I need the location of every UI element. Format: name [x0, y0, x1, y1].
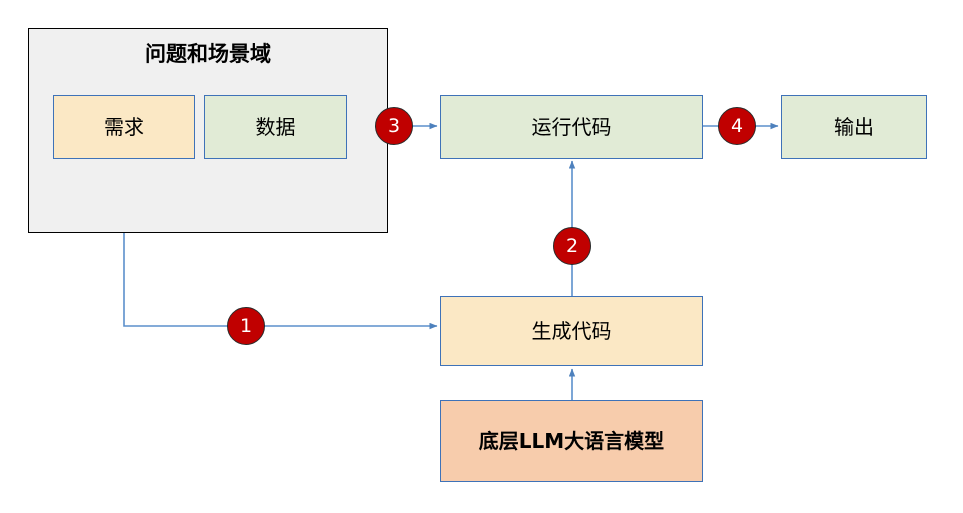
node-data[interactable]: 数据: [204, 95, 347, 159]
badge-step-1[interactable]: 1: [227, 307, 265, 345]
node-llm[interactable]: 底层LLM大语言模型: [440, 400, 703, 482]
group-title-problem-scenario: 问题和场景域: [145, 42, 271, 66]
node-run-code[interactable]: 运行代码: [440, 95, 703, 159]
node-generate-code[interactable]: 生成代码: [440, 296, 703, 366]
badge-step-3[interactable]: 3: [375, 107, 413, 145]
node-requirement[interactable]: 需求: [53, 95, 195, 159]
badge-step-2[interactable]: 2: [553, 227, 591, 265]
badge-step-4[interactable]: 4: [718, 107, 756, 145]
node-output[interactable]: 输出: [781, 95, 927, 159]
